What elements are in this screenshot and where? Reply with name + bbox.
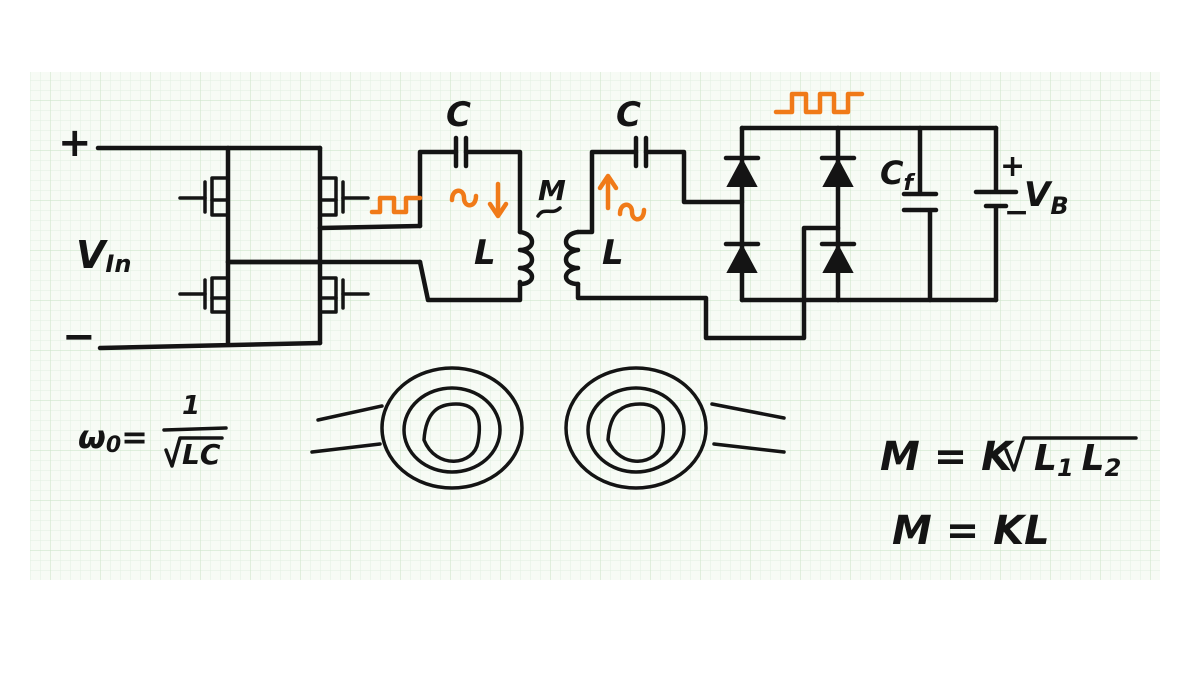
bridge-rectifier	[723, 125, 999, 303]
sine-wave-icon	[617, 202, 647, 222]
mosfet-q1-symbol	[178, 176, 230, 217]
resonance-formula: ω0= 1 LC	[78, 391, 228, 471]
mosfet-q4-symbol	[318, 276, 370, 314]
up-arrow-icon	[597, 173, 619, 211]
diode-d1-symbol	[723, 155, 761, 187]
svg-text:1: 1	[182, 391, 200, 421]
mutual-label: M	[538, 174, 566, 207]
primary-tank	[417, 135, 535, 303]
ind-left-label: L	[474, 233, 496, 273]
ind-right-label: L	[602, 233, 624, 273]
secondary-coil-symbol	[563, 229, 581, 287]
primary-coil-symbol	[517, 229, 535, 287]
diode-d3-symbol	[819, 155, 857, 187]
input-plus-label: +	[58, 120, 92, 166]
secondary-capacitor-symbol	[633, 135, 649, 169]
svg-text:LC: LC	[182, 438, 221, 471]
down-arrow-icon	[487, 181, 509, 219]
coupling-formula: M = KL	[892, 508, 1050, 554]
primary-capacitor-symbol	[453, 135, 469, 169]
waveform-annotations	[369, 91, 865, 222]
input-minus-label: −	[62, 314, 96, 360]
sine-wave-icon	[449, 188, 479, 208]
secondary-tank	[563, 135, 841, 341]
vb-label: VB	[1024, 175, 1069, 220]
input-rails	[95, 145, 323, 351]
h-bridge	[178, 145, 423, 346]
output-stage	[901, 125, 1019, 303]
square-wave-icon	[369, 195, 423, 215]
diode-d2-symbol	[723, 241, 761, 273]
cap-right-label: C	[616, 95, 641, 135]
square-wave-icon	[773, 91, 865, 115]
battery-plus-label: +	[1000, 149, 1025, 184]
svg-text:ω0=: ω0=	[78, 418, 148, 458]
mosfet-q2-symbol	[178, 276, 230, 314]
coupled-coils-drawing	[310, 366, 786, 490]
vin-label: VIn	[76, 233, 131, 278]
cap-left-label: C	[446, 95, 471, 135]
diode-d4-symbol	[819, 241, 857, 273]
mutual-tilde-icon	[536, 206, 562, 218]
mosfet-q3-symbol	[318, 176, 370, 217]
battery-minus-label: −	[1004, 195, 1029, 230]
filter-cap-label: Cf	[880, 154, 915, 196]
svg-text:M = K: M = K	[880, 434, 1015, 480]
